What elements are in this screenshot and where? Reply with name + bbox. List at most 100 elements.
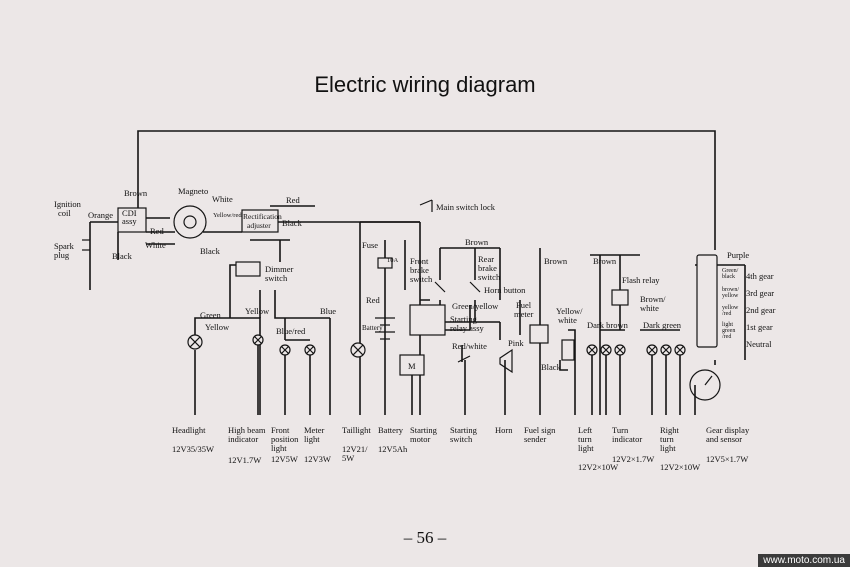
starting-relay-box (409, 304, 446, 336)
wire-black-fuel: Black (541, 362, 562, 372)
component-spec: 12V2×1.7W (612, 454, 654, 464)
wire-red-rectifier: Red (286, 195, 300, 205)
lamp-cross (616, 346, 624, 354)
component-spec: 12V5×1.7W (706, 454, 748, 464)
wire-yellow-headlight: Yellow (205, 322, 230, 332)
flash-relay-icon (611, 289, 629, 306)
fuel-meter-icon (529, 324, 549, 344)
lamp-cross (352, 344, 364, 356)
wire-red-fuse: Red (366, 295, 380, 305)
gear-4th: 4th gear (746, 271, 774, 281)
wire-green: Green (200, 310, 222, 320)
cdi-box (117, 207, 147, 233)
component-spec: 12V5Ah (378, 444, 408, 454)
component-spec: 12V2×10W (578, 462, 618, 472)
wire-red-white: Red/white (452, 341, 487, 351)
lamp-cross (189, 336, 201, 348)
gear-1st: 1st gear (746, 322, 773, 332)
wire-black-rectifier: Black (282, 218, 303, 228)
horn-icon (499, 348, 513, 374)
lamp-cross (662, 346, 670, 354)
component-spec: 12V5W (271, 454, 298, 464)
main-switch-icon (419, 199, 433, 212)
fuse-icon (377, 257, 393, 269)
starting-motor-icon (399, 354, 425, 376)
magneto-label: Magneto (178, 186, 208, 196)
gear-3rd: 3rd gear (746, 288, 774, 298)
wire-brown-white: Brown/white (640, 294, 666, 313)
gear-neutral: Neutral (746, 339, 772, 349)
wire-red-cdi: Red (150, 226, 164, 236)
lamp-cross (602, 346, 610, 354)
horn-button-label: Horn button (484, 285, 526, 295)
wire-yellow-white: Yellow/white (556, 306, 583, 325)
components-graphics (82, 199, 629, 376)
page-title: Electric wiring diagram (314, 72, 536, 97)
wire-brown-fuel: Brown (544, 256, 568, 266)
dimmer-switch-icon (235, 261, 261, 277)
wire-black-cdi: Black (112, 251, 133, 261)
component-spec: 12V2×10W (660, 462, 700, 472)
wire-purple: Purple (727, 250, 749, 260)
component-spec: 12V1.7W (228, 455, 261, 465)
fuel-sender-icon (561, 339, 575, 361)
wire-yellow: Yellow (245, 306, 270, 316)
wire-green-yellow: Green/yellow (452, 301, 499, 311)
fuse-label: Fuse (362, 240, 378, 250)
wire-brown-brake: Brown (465, 237, 489, 247)
component-spec: 12V21/5W (342, 444, 368, 463)
wire-white: White (212, 194, 233, 204)
wire-pink: Pink (508, 338, 524, 348)
wire-orange: Orange (88, 210, 113, 220)
wire-blue-red: Blue/red (276, 326, 306, 336)
wire-yellow-red: Yellow/red (213, 212, 242, 219)
component-name: Battery (378, 425, 404, 435)
battery-icon (375, 317, 395, 340)
page-number: – 56 – (403, 528, 447, 547)
wire-dark-green: Dark green (643, 320, 682, 330)
wire-green-black: Green/black (722, 268, 739, 280)
rectifier-box (241, 209, 279, 233)
component-name: Horn (495, 425, 513, 435)
wire-blue: Blue (320, 306, 336, 316)
wire-brown-flash: Brown (593, 256, 617, 266)
component-name: Headlight (172, 425, 206, 435)
lamp-cross (676, 346, 684, 354)
lamp-cross (588, 346, 596, 354)
motor-symbol: M (408, 361, 416, 371)
wire-dark-brown: Dark brown (587, 320, 629, 330)
gear-display-graphics (689, 254, 721, 401)
wire-brown-yellow: brown/yellow (722, 287, 739, 299)
flash-relay-label: Flash relay (622, 275, 660, 285)
component-spec: 12V3W (304, 454, 331, 464)
fuse-rating: 10A (387, 257, 399, 264)
battery-symbol-label: Battery (362, 324, 383, 332)
lamp-cross (306, 346, 314, 354)
gauge-icon (689, 369, 721, 401)
wire-black-magneto: Black (200, 246, 221, 256)
main-switch-label: Main switch lock (436, 202, 496, 212)
component-name: Taillight (342, 425, 371, 435)
lamp-cross (254, 336, 262, 344)
lamp-cross (648, 346, 656, 354)
